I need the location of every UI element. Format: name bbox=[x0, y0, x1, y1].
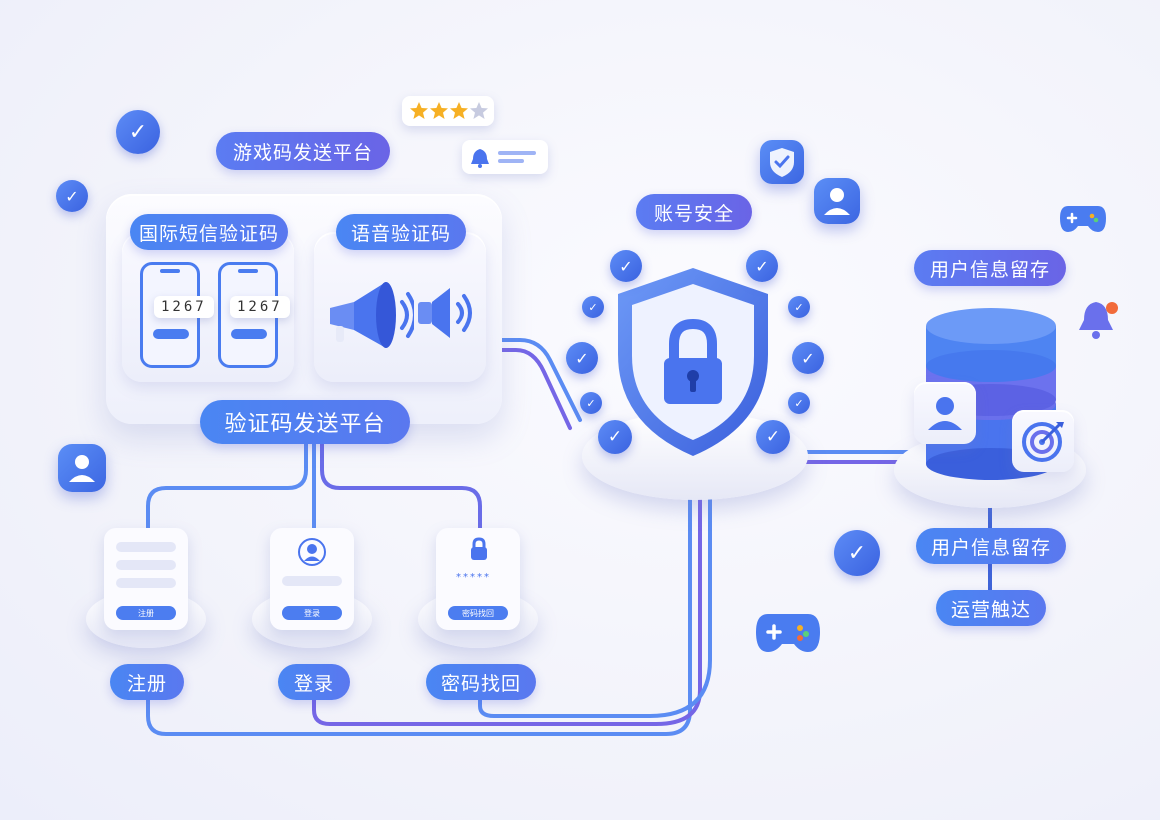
register-card: 注册 bbox=[104, 528, 188, 630]
check-badge-icon: ✓ bbox=[566, 342, 598, 374]
check-badge-icon: ✓ bbox=[788, 296, 810, 318]
user-profile-card bbox=[914, 382, 976, 444]
star-rating-icon bbox=[410, 102, 488, 119]
check-badge-icon: ✓ bbox=[582, 296, 604, 318]
check-badge-icon: ✓ bbox=[56, 180, 88, 212]
target-card bbox=[1012, 410, 1074, 472]
user-icon bbox=[814, 178, 860, 224]
login-card-button[interactable]: 登录 bbox=[282, 606, 342, 620]
sms-code-right: 1267 bbox=[230, 296, 290, 318]
megaphone-icon bbox=[330, 282, 414, 348]
gamepad-icon bbox=[756, 614, 820, 652]
user-info-label-top: 用户信息留存 bbox=[914, 250, 1066, 286]
bell-icon bbox=[471, 149, 536, 168]
voice-code-label: 语音验证码 bbox=[336, 214, 466, 250]
check-badge-icon: ✓ bbox=[746, 250, 778, 282]
password-recovery-label: 密码找回 bbox=[426, 664, 536, 700]
gamepad-icon bbox=[1060, 206, 1106, 232]
lock-icon bbox=[471, 537, 487, 560]
account-security-label: 账号安全 bbox=[636, 194, 752, 230]
user-info-label-bottom: 用户信息留存 bbox=[916, 528, 1066, 564]
login-label: 登录 bbox=[278, 664, 350, 700]
speaker-icon bbox=[418, 288, 472, 338]
shield-check-icon bbox=[760, 140, 804, 184]
password-mask: ***** bbox=[456, 572, 491, 583]
game-platform-label: 游戏码发送平台 bbox=[216, 132, 390, 170]
password-recovery-card: ***** 密码找回 bbox=[436, 528, 520, 630]
code-platform-label: 验证码发送平台 bbox=[200, 400, 410, 444]
user-icon bbox=[928, 397, 962, 430]
intl-sms-card: 1267 1267 bbox=[122, 232, 294, 382]
check-badge-icon: ✓ bbox=[792, 342, 824, 374]
check-badge-icon: ✓ bbox=[788, 392, 810, 414]
ops-reach-label: 运营触达 bbox=[936, 590, 1046, 626]
sms-code-left: 1267 bbox=[154, 296, 214, 318]
register-card-button[interactable]: 注册 bbox=[116, 606, 176, 620]
user-icon bbox=[58, 444, 106, 492]
check-badge-icon: ✓ bbox=[756, 420, 790, 454]
notification-bubble bbox=[462, 140, 548, 174]
star-rating-bubble bbox=[402, 96, 494, 126]
check-badge-icon: ✓ bbox=[116, 110, 160, 154]
check-badge-icon: ✓ bbox=[580, 392, 602, 414]
bell-icon bbox=[1079, 302, 1118, 339]
intl-sms-label: 国际短信验证码 bbox=[130, 214, 288, 250]
register-label: 注册 bbox=[110, 664, 184, 700]
lock-shield-icon bbox=[618, 268, 768, 456]
target-icon bbox=[1022, 422, 1064, 462]
check-badge-icon: ✓ bbox=[834, 530, 880, 576]
voice-code-card bbox=[314, 232, 486, 382]
login-card: 登录 bbox=[270, 528, 354, 630]
check-badge-icon: ✓ bbox=[598, 420, 632, 454]
password-recovery-card-button[interactable]: 密码找回 bbox=[448, 606, 508, 620]
user-icon bbox=[298, 538, 326, 566]
check-badge-icon: ✓ bbox=[610, 250, 642, 282]
